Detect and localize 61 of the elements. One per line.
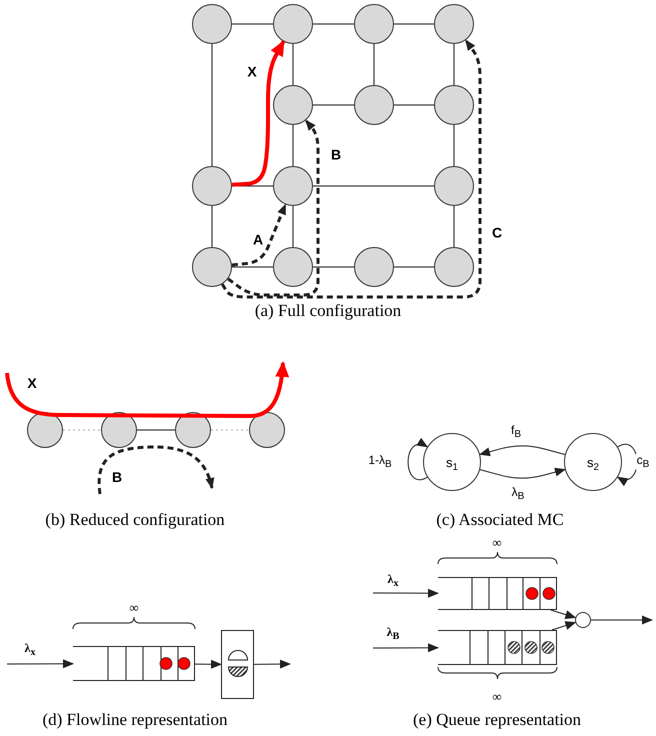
connector-line	[394, 266, 434, 268]
connector-line	[292, 206, 294, 248]
edge-label: A	[252, 232, 264, 248]
arrow	[372, 643, 439, 652]
server-box	[221, 630, 254, 699]
connector-line	[292, 124, 294, 166]
node-circle	[434, 247, 474, 287]
arrow	[232, 40, 286, 187]
node-circle	[273, 247, 313, 287]
node-circle	[354, 247, 394, 287]
arrow	[194, 660, 222, 669]
capacity-label: ∞	[129, 600, 139, 616]
node-circle	[434, 166, 474, 206]
arrow	[479, 445, 566, 456]
state-circle: s$_{1}$	[423, 433, 481, 491]
caption: (c) Associated MC	[436, 510, 564, 530]
capacity-label: ∞	[492, 535, 502, 551]
node-circle	[354, 4, 394, 44]
caption: (d) Flowline representation	[42, 710, 228, 730]
node-circle	[434, 4, 474, 44]
node-circle	[434, 85, 474, 125]
arrow	[616, 444, 638, 486]
arrow	[254, 660, 291, 669]
arrow	[479, 468, 566, 479]
node-circle	[192, 247, 232, 287]
arrow	[408, 438, 428, 480]
path-label: X	[27, 375, 37, 391]
state-circle: s$_{2}$	[564, 433, 622, 491]
node-circle	[273, 85, 313, 125]
connector-line	[312, 266, 354, 268]
arrow	[232, 204, 287, 266]
connector-line	[394, 104, 434, 106]
arrow	[551, 621, 576, 630]
connector-line	[63, 429, 101, 431]
edge-label: c$_{B}$	[636, 454, 650, 470]
connector-line	[232, 266, 274, 268]
node-circle	[192, 166, 232, 206]
node-circle	[273, 4, 313, 44]
connector-line	[292, 44, 294, 86]
caption: (b) Reduced configuration	[45, 510, 225, 530]
merge-circle	[575, 612, 591, 628]
path-label: B	[112, 469, 122, 485]
arrow	[227, 119, 320, 296]
arrow	[550, 610, 576, 619]
caption: (a) Full configuration	[254, 301, 402, 321]
edge-label: C	[490, 225, 504, 241]
node-circle	[192, 4, 232, 44]
connector-line	[312, 104, 354, 106]
arrow	[6, 659, 74, 668]
arrow	[590, 616, 653, 624]
arrow	[372, 588, 439, 598]
node-circle	[273, 166, 313, 206]
connector-line	[211, 429, 249, 431]
node-circle	[27, 412, 63, 448]
edge-label: B	[330, 147, 342, 163]
arrow	[221, 39, 482, 298]
caption: (e) Queue representation	[412, 710, 582, 730]
capacity-label: ∞	[492, 689, 502, 705]
node-circle	[354, 85, 394, 125]
edge-label: X	[246, 64, 258, 80]
node-circle	[249, 412, 285, 448]
